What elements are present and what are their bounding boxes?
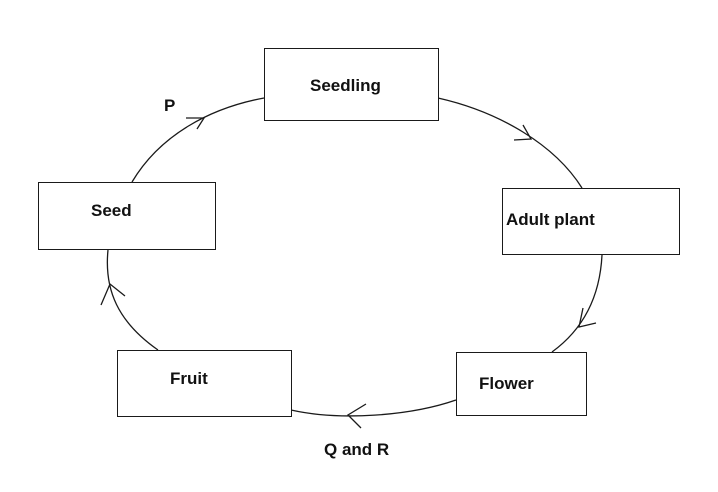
arc-seed-to-seedling xyxy=(131,97,265,183)
seedling-box xyxy=(264,48,439,121)
seedling-label: Seedling xyxy=(310,76,381,95)
fruit-box xyxy=(117,350,292,417)
arc-seedling-to-adult xyxy=(437,97,583,189)
flower-label: Flower xyxy=(479,374,534,393)
arc-fruit-to-seed xyxy=(106,249,159,351)
seed-box xyxy=(38,182,216,250)
fruit-label: Fruit xyxy=(170,369,208,388)
adult-plant-box xyxy=(502,188,680,255)
arrowhead-fruit-to-seed xyxy=(100,282,126,306)
arc-flower-to-fruit xyxy=(290,399,457,417)
arrow-label-p: P xyxy=(164,96,176,115)
arrowhead-flower-to-fruit xyxy=(346,403,367,429)
adult-plant-label: Adult plant xyxy=(506,210,595,229)
arc-adult-to-flower xyxy=(551,254,603,353)
flower-box xyxy=(456,352,587,416)
seed-label: Seed xyxy=(91,201,132,220)
arrowhead-adult-to-flower xyxy=(578,307,597,328)
arrowhead-seed-to-seedling xyxy=(186,117,206,130)
arrow-label-q-and-r: Q and R xyxy=(324,440,390,459)
arrowhead-seedling-to-adult xyxy=(513,124,533,141)
